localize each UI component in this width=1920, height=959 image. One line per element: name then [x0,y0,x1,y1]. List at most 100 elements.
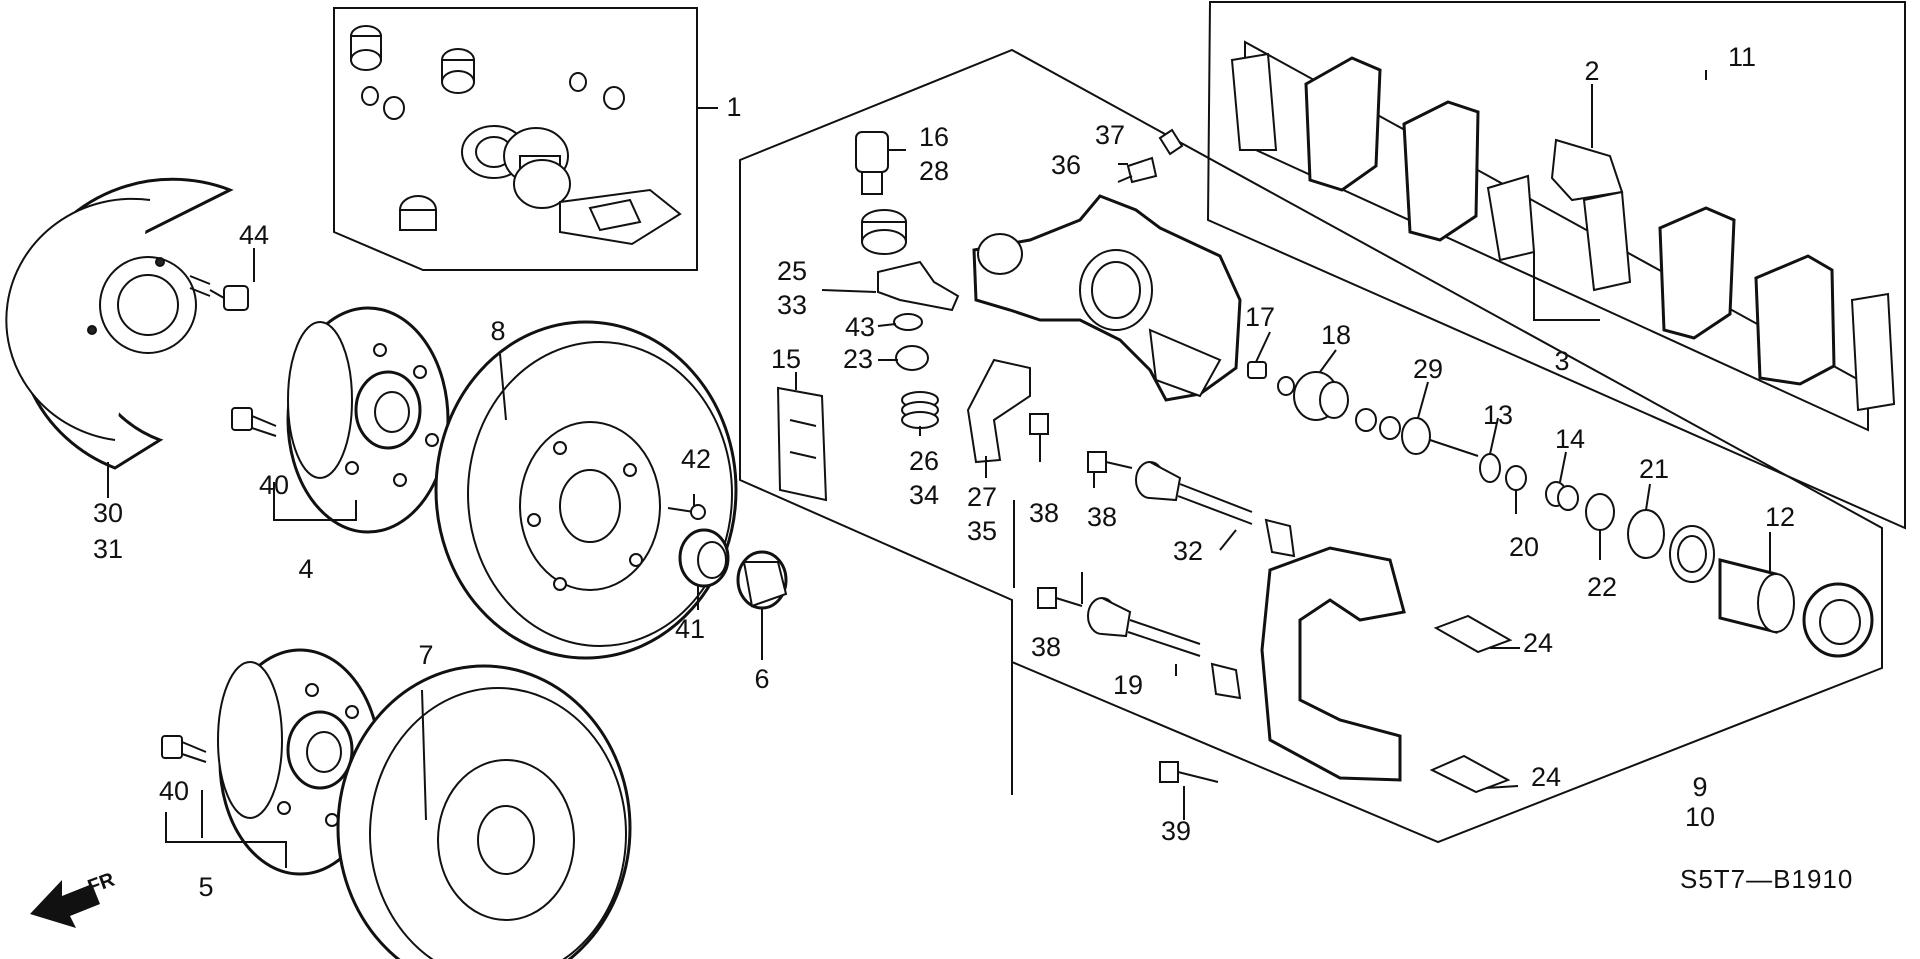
label-39: 39 [1161,816,1191,846]
part-30-31-backing-plate [5,177,234,470]
part-39-bolt [1159,761,1219,783]
label-37: 37 [1095,120,1125,150]
label-44: 44 [239,220,269,250]
label-17: 17 [1245,302,1275,332]
part-number-labels: 1 2 3 4 5 6 7 8 9 10 11 12 13 14 15 16 1… [93,42,1795,902]
part-41-nut [678,528,730,588]
part-11-pad-set [1230,52,1896,412]
part-32-slide-pin [1135,461,1296,558]
part-44-bolt [189,275,249,311]
label-36: 36 [1051,150,1081,180]
part-24-shim-lower [1429,754,1511,794]
label-16: 16 [919,122,949,152]
part-13-washer [1479,453,1501,483]
pad-set-box [1206,1,1906,530]
label-24-upper: 24 [1523,628,1553,658]
label-42: 42 [681,444,711,474]
part-18-adjuster [1277,371,1349,421]
part-29-spindle [1355,408,1479,457]
part-boot [861,209,907,255]
part-6-cap [736,550,788,610]
part-16-28-bleeder [855,131,889,195]
part-piston-boot [1802,582,1874,658]
label-13: 13 [1483,400,1513,430]
label-3: 3 [1554,346,1569,376]
label-38-a: 38 [1029,498,1059,528]
label-15: 15 [771,344,801,374]
part-12-piston [1718,558,1795,634]
label-2: 2 [1584,56,1599,86]
part-ring-seal [1669,525,1715,583]
part-40-bolt-upper [231,407,277,437]
label-41: 41 [675,614,705,644]
label-34: 34 [909,480,939,510]
part-19-slide-pin [1087,597,1242,700]
part-26-34-spring [901,391,939,429]
forward-arrow-icon [30,880,100,928]
label-10: 10 [1685,802,1715,832]
label-33: 33 [777,290,807,320]
label-19: 19 [1113,670,1143,700]
seal-kit-box [333,7,698,271]
label-9: 9 [1692,772,1707,802]
part-8-disc [434,320,738,660]
part-42-screw [667,504,706,520]
part-23-nut [895,345,929,371]
label-35: 35 [967,516,997,546]
label-6: 6 [754,664,769,694]
label-31: 31 [93,534,123,564]
part-17-pin [1247,361,1267,379]
direction-label: FR [85,868,118,898]
label-21: 21 [1639,454,1669,484]
part-caliper-body [972,194,1242,402]
label-32: 32 [1173,536,1203,566]
label-25: 25 [777,256,807,286]
part-27-35-lever [966,358,1031,464]
label-7: 7 [418,640,433,670]
label-22: 22 [1587,572,1617,602]
label-12: 12 [1765,502,1795,532]
label-27: 27 [967,482,997,512]
label-8: 8 [490,316,505,346]
label-23: 23 [843,344,873,374]
label-43: 43 [845,312,875,342]
label-30: 30 [93,498,123,528]
label-5: 5 [198,872,213,902]
label-4: 4 [298,554,313,584]
part-24-shim-upper [1433,614,1513,654]
part-21-circlip [1627,509,1665,559]
label-29: 29 [1413,354,1443,384]
part-40-bolt-lower [161,735,207,763]
part-25-33-bracket [877,260,960,312]
label-14: 14 [1555,424,1585,454]
part-20-ring [1505,465,1527,491]
label-20: 20 [1509,532,1539,562]
part-caliper-bracket [1260,546,1406,782]
label-40-lower: 40 [159,776,189,806]
leader-lines [107,70,1771,868]
part-38-bolt-a [1029,413,1049,462]
label-11: 11 [1728,42,1756,72]
label-1: 1 [726,92,741,122]
label-26: 26 [909,446,939,476]
part-7-disc [336,664,632,959]
part-4-hub [286,306,450,534]
diagram-code: S5T7—B1910 [1680,864,1853,894]
label-24-lower: 24 [1531,762,1561,792]
caliper-assembly-box [739,48,1883,844]
label-18: 18 [1321,320,1351,350]
part-38-bolt-b [1087,451,1133,473]
part-43-washer [893,313,923,331]
part-38-bolt-c [1037,587,1083,609]
label-38-c: 38 [1031,632,1061,662]
part-37-cap [1158,128,1184,156]
label-38-b: 38 [1087,502,1117,532]
part-1-seal-kit [350,25,682,246]
label-40-upper: 40 [259,470,289,500]
part-36-bleeder [1117,156,1158,184]
label-28: 28 [919,156,949,186]
part-14-spring [1545,481,1579,511]
part-22-star-washer [1585,493,1615,531]
part-15-clip [776,386,828,502]
